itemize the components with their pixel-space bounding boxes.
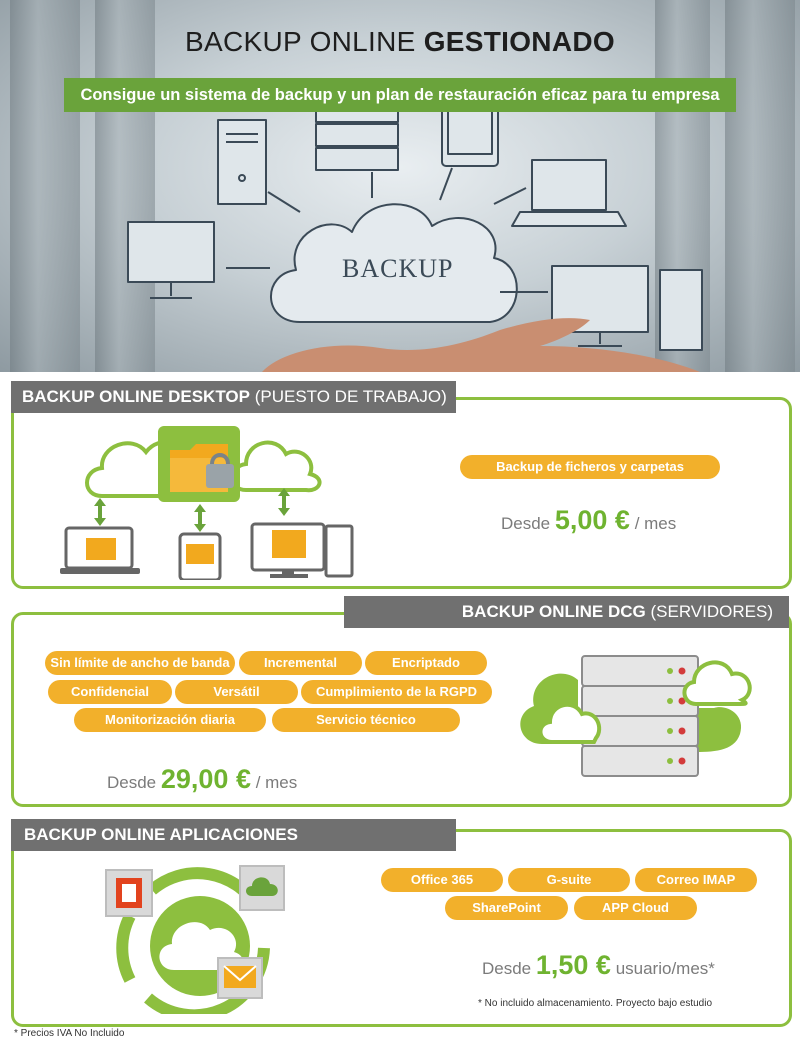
cloud-label: BACKUP (342, 254, 454, 283)
feature-pill: Office 365 (381, 868, 503, 892)
feature-pill: Correo IMAP (635, 868, 757, 892)
desktop-tab-subtitle: (PUESTO DE TRABAJO) (254, 387, 447, 406)
feature-pill: Backup de ficheros y carpetas (460, 455, 720, 479)
desktop-backup-illustration (60, 426, 354, 580)
desktop-tab-title: BACKUP ONLINE DESKTOP (22, 387, 250, 406)
apps-price: Desde 1,50 € usuario/mes* (482, 950, 715, 981)
hero-subtitle: Consigue un sistema de backup y un plan … (64, 78, 736, 112)
feature-pill: Incremental (239, 651, 362, 675)
feature-pill: Versátil (175, 680, 298, 704)
desktop-price: Desde 5,00 € / mes (501, 505, 676, 536)
server-cloud-illustration (520, 655, 752, 777)
dcg-tab-title: BACKUP ONLINE DCG (461, 602, 646, 621)
price-amount: 5,00 € (554, 505, 630, 535)
apps-tab-title: BACKUP ONLINE APLICACIONES (24, 825, 298, 844)
dcg-tab: BACKUP ONLINE DCG (SERVIDORES) (344, 596, 789, 628)
feature-pill: SharePoint (445, 896, 568, 920)
feature-pill: Monitorización diaria (74, 708, 266, 732)
price-prefix: Desde (482, 959, 532, 978)
price-suffix: / mes (255, 773, 298, 792)
apps-backup-illustration (105, 865, 285, 1014)
backup-network-illustration (127, 99, 703, 372)
feature-pill: Servicio técnico (272, 708, 460, 732)
price-amount: 1,50 € (535, 950, 611, 980)
dcg-tab-subtitle: (SERVIDORES) (650, 602, 774, 621)
apps-tab: BACKUP ONLINE APLICACIONES (11, 819, 456, 851)
price-prefix: Desde (501, 514, 551, 533)
title-light: BACKUP ONLINE (185, 26, 416, 57)
desktop-tab: BACKUP ONLINE DESKTOP (PUESTO DE TRABAJO… (11, 381, 456, 413)
dcg-price: Desde 29,00 € / mes (107, 764, 297, 795)
footer-note: * Precios IVA No Incluido (14, 1028, 125, 1039)
price-prefix: Desde (107, 773, 157, 792)
price-amount: 29,00 € (160, 764, 251, 794)
feature-pill: Cumplimiento de la RGPD (301, 680, 492, 704)
feature-pill: Confidencial (48, 680, 172, 704)
feature-pill: G-suite (508, 868, 630, 892)
hero-banner: BACKUP BACKUP ONLINE GESTIONADO Consigue… (0, 0, 800, 372)
feature-pill: APP Cloud (574, 896, 697, 920)
feature-pill: Sin límite de ancho de banda (45, 651, 235, 675)
page-title: BACKUP ONLINE GESTIONADO (0, 26, 800, 58)
price-suffix: usuario/mes* (615, 959, 715, 978)
feature-pill: Encriptado (365, 651, 487, 675)
title-bold: GESTIONADO (423, 26, 615, 57)
price-suffix: / mes (634, 514, 677, 533)
apps-note: * No incluido almacenamiento. Proyecto b… (478, 998, 713, 1009)
